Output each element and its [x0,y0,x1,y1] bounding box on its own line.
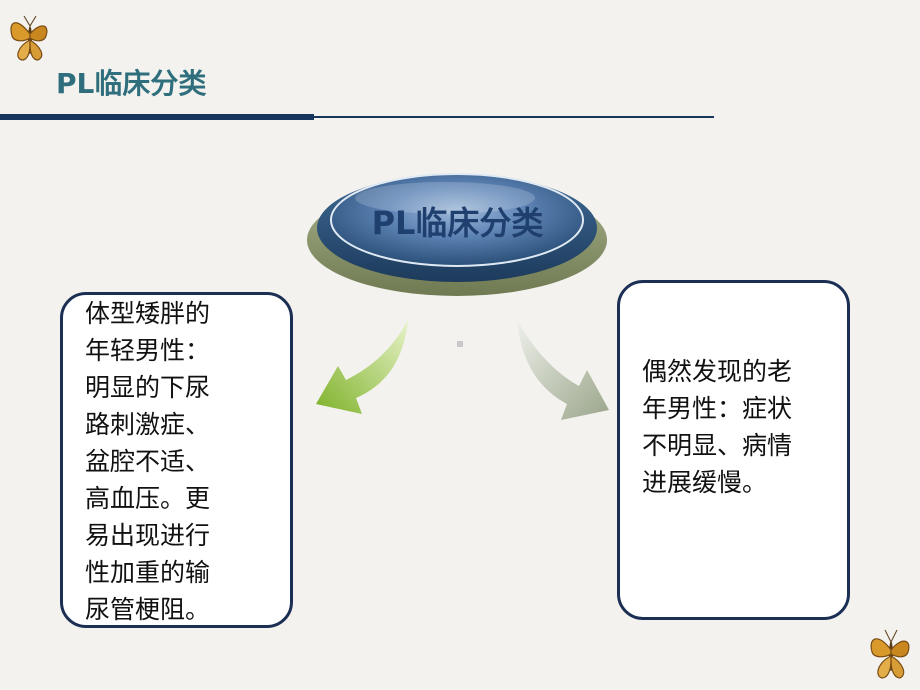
curved-arrow-right-icon [517,320,609,420]
center-marker [457,341,463,347]
right-category-box: 偶然发现的老 年男性：症状 不明显、病情 进展缓慢。 [617,280,850,620]
curved-arrow-left-icon [316,320,408,414]
left-category-text: 体型矮胖的 年轻男性： 明显的下尿 路刺激症、 盆腔不适、 高血压。更 易出现进… [85,299,211,624]
title-rule-thin [314,116,714,118]
butterfly-icon [870,629,910,679]
butterfly-icon [10,15,48,61]
left-category-box: 体型矮胖的 年轻男性： 明显的下尿 路刺激症、 盆腔不适、 高血压。更 易出现进… [60,292,293,628]
hub-label: PL临床分类 [371,204,544,242]
page-title: PL临床分类 [56,67,207,100]
title-rule-thick [0,114,314,120]
right-category-text: 偶然发现的老 年男性：症状 不明显、病情 进展缓慢。 [642,357,793,497]
hub-button-graphic [307,173,607,296]
